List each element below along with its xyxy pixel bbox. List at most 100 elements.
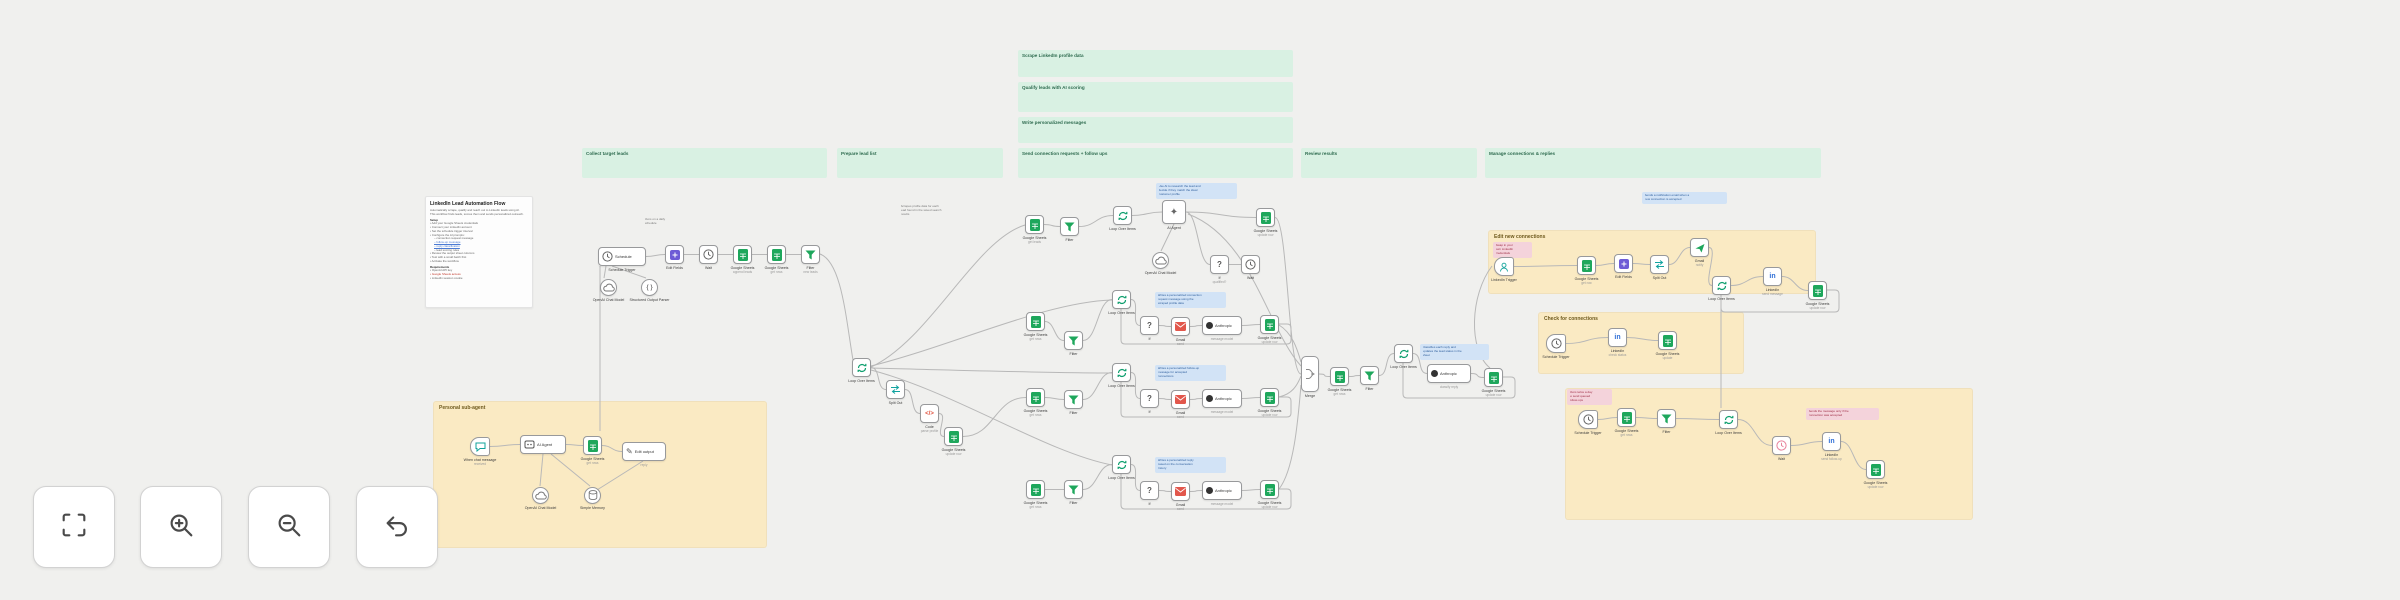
node-box-c3[interactable] bbox=[1152, 252, 1169, 269]
zoom-in-button[interactable] bbox=[140, 486, 222, 568]
node-box-f1[interactable] bbox=[1690, 238, 1709, 257]
fit-button[interactable] bbox=[33, 486, 115, 568]
node-box-r32[interactable] bbox=[1064, 480, 1083, 499]
node-box-h2[interactable] bbox=[886, 380, 905, 399]
node-box-s4[interactable] bbox=[767, 245, 786, 264]
node-box-r14[interactable]: ? bbox=[1140, 316, 1159, 335]
node-box-oj4[interactable]: ✎Edit output bbox=[622, 442, 666, 461]
node-box-r31[interactable] bbox=[1026, 480, 1045, 499]
node-box-s2[interactable] bbox=[699, 245, 718, 264]
node-box-oj2[interactable]: AI Agent bbox=[520, 435, 566, 454]
node-box-oh1[interactable] bbox=[1546, 334, 1566, 353]
node-box-r34[interactable]: ? bbox=[1140, 481, 1159, 500]
node-box-r16[interactable]: Anthropic bbox=[1202, 316, 1242, 335]
node-box-r21[interactable] bbox=[1026, 388, 1045, 407]
node-box-cj1[interactable] bbox=[532, 487, 549, 504]
node-box-oi1[interactable] bbox=[1578, 410, 1598, 429]
node-box-oi5[interactable] bbox=[1772, 436, 1791, 455]
workflow-node-r14: ?If bbox=[1140, 316, 1159, 341]
node-box-og3[interactable] bbox=[1614, 254, 1633, 273]
node-box-h4[interactable] bbox=[944, 427, 963, 446]
node-box-r15[interactable] bbox=[1171, 317, 1190, 336]
node-box-oh2[interactable]: in bbox=[1608, 328, 1627, 347]
node-box-m2[interactable] bbox=[1330, 367, 1349, 386]
node-box-oi6[interactable]: in bbox=[1822, 432, 1841, 451]
sticky-group-o4[interactable]: Personal sub-agent bbox=[433, 401, 767, 548]
node-box-f2[interactable] bbox=[1712, 276, 1731, 295]
node-box-oh3[interactable] bbox=[1658, 331, 1677, 350]
node-label-text: LinkedIn bbox=[1765, 287, 1780, 292]
node-box-og1[interactable] bbox=[1494, 257, 1514, 276]
node-box-q3[interactable] bbox=[1113, 206, 1132, 225]
node-box-m4[interactable] bbox=[1394, 344, 1413, 363]
node-box-c2[interactable]: { } bbox=[641, 279, 658, 296]
node-box-h3[interactable]: </> bbox=[920, 404, 939, 423]
node-box-c1[interactable] bbox=[600, 279, 617, 296]
undo-button[interactable] bbox=[356, 486, 438, 568]
node-box-q2[interactable] bbox=[1060, 217, 1079, 236]
node-box-og2[interactable] bbox=[1577, 256, 1596, 275]
section-note-g1[interactable]: Scrape LinkedIn profile data bbox=[1018, 50, 1293, 77]
node-box-oi3[interactable] bbox=[1657, 409, 1676, 428]
node-box-m5[interactable]: Anthropic bbox=[1427, 364, 1471, 383]
node-box-q5[interactable]: ? bbox=[1210, 255, 1229, 274]
node-box-r37[interactable] bbox=[1260, 480, 1279, 499]
node-box-q6[interactable] bbox=[1241, 255, 1260, 274]
node-box-r24[interactable]: ? bbox=[1140, 389, 1159, 408]
node-box-r23[interactable] bbox=[1112, 363, 1131, 382]
node-box-r12[interactable] bbox=[1064, 331, 1083, 350]
node-box-og4[interactable] bbox=[1650, 255, 1669, 274]
section-note-g4[interactable]: Send connection requests + follow ups bbox=[1018, 148, 1293, 178]
node-box-s1[interactable] bbox=[665, 245, 684, 264]
node-box-s5[interactable] bbox=[801, 245, 820, 264]
node-box-s3[interactable] bbox=[733, 245, 752, 264]
zoom-out-button[interactable] bbox=[248, 486, 330, 568]
node-box-r35[interactable] bbox=[1171, 482, 1190, 501]
node-box-q4[interactable]: ✦ bbox=[1162, 200, 1186, 224]
node-box-oj1[interactable] bbox=[470, 437, 490, 456]
section-note-g7[interactable]: Review results bbox=[1301, 148, 1477, 178]
node-box-q7[interactable] bbox=[1256, 208, 1275, 227]
node-box-m3[interactable] bbox=[1360, 366, 1379, 385]
node-box-r27[interactable] bbox=[1260, 388, 1279, 407]
section-note-g2[interactable]: Qualify leads with AI scoring bbox=[1018, 82, 1293, 112]
node-box-r22[interactable] bbox=[1064, 390, 1083, 409]
node-box-q1[interactable] bbox=[1025, 215, 1044, 234]
node-box-r33[interactable] bbox=[1112, 455, 1131, 474]
section-note-g5[interactable]: Collect target leads bbox=[582, 148, 827, 178]
node-box-oj3[interactable] bbox=[583, 436, 602, 455]
node-box-oi4[interactable] bbox=[1719, 410, 1738, 429]
node-box-m1[interactable] bbox=[1301, 356, 1319, 392]
section-note-g6[interactable]: Prepare lead list bbox=[837, 148, 1003, 178]
section-note-g3[interactable]: Write personalized messages bbox=[1018, 117, 1293, 143]
node-box-f3[interactable]: in bbox=[1763, 267, 1782, 286]
node-box-oi7[interactable] bbox=[1866, 460, 1885, 479]
node-box-r25[interactable] bbox=[1171, 390, 1190, 409]
node-box-r13[interactable] bbox=[1112, 290, 1131, 309]
node-box-r26[interactable]: Anthropic bbox=[1202, 389, 1242, 408]
node-box-r11[interactable] bbox=[1026, 312, 1045, 331]
node-box-cj2[interactable] bbox=[584, 487, 601, 504]
node-box-m6[interactable] bbox=[1484, 368, 1503, 387]
node-box-r36[interactable]: Anthropic bbox=[1202, 481, 1242, 500]
section-note-g8[interactable]: Manage connections & replies bbox=[1485, 148, 1821, 178]
node-box-r17[interactable] bbox=[1260, 315, 1279, 334]
node-box-f4[interactable] bbox=[1808, 281, 1827, 300]
node-box-t1[interactable]: Schedule bbox=[598, 247, 646, 266]
node-box-oi2[interactable] bbox=[1617, 408, 1636, 427]
node-box-h1[interactable] bbox=[852, 358, 871, 377]
